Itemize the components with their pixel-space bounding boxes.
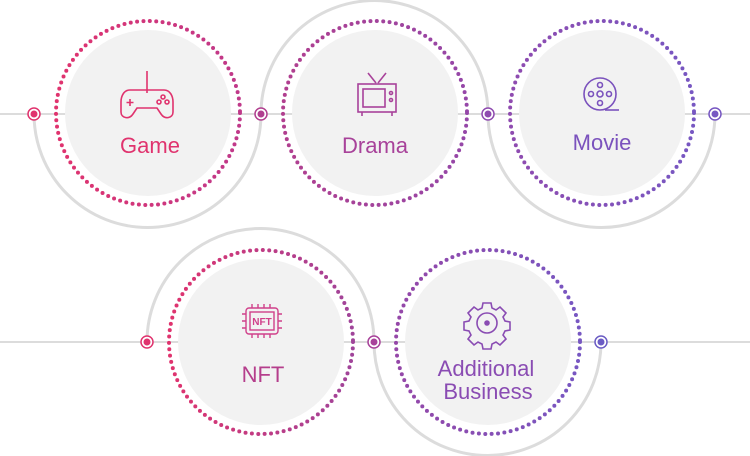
connector-dot xyxy=(140,335,154,349)
item-label: Movie xyxy=(573,130,632,155)
nft-chip-text: NFT xyxy=(252,317,271,328)
connector-dots xyxy=(27,107,722,349)
connector-dot xyxy=(27,107,41,121)
item-additional-business[interactable]: Additional Business xyxy=(394,248,582,436)
item-movie[interactable]: Movie xyxy=(508,19,696,207)
gamepad-icon xyxy=(120,71,174,119)
item-label-line2: Business xyxy=(443,379,532,404)
film-reel-icon xyxy=(583,77,619,111)
connector-dot xyxy=(708,107,722,121)
connector-dot xyxy=(481,107,495,121)
gear-icon xyxy=(463,302,511,350)
tv-icon xyxy=(357,72,397,116)
item-game[interactable]: Game xyxy=(54,19,242,207)
item-nft[interactable]: NFT NFT xyxy=(167,248,355,436)
item-drama[interactable]: Drama xyxy=(281,19,469,207)
item-label: Drama xyxy=(342,133,409,158)
connector-dot xyxy=(594,335,608,349)
connector-dot xyxy=(367,335,381,349)
item-label: NFT xyxy=(242,362,285,387)
nft-chip-icon xyxy=(242,304,282,338)
item-label-line1: Additional xyxy=(438,356,535,381)
item-label: Game xyxy=(120,133,180,158)
connector-dot xyxy=(254,107,268,121)
track-arcs xyxy=(32,0,717,456)
